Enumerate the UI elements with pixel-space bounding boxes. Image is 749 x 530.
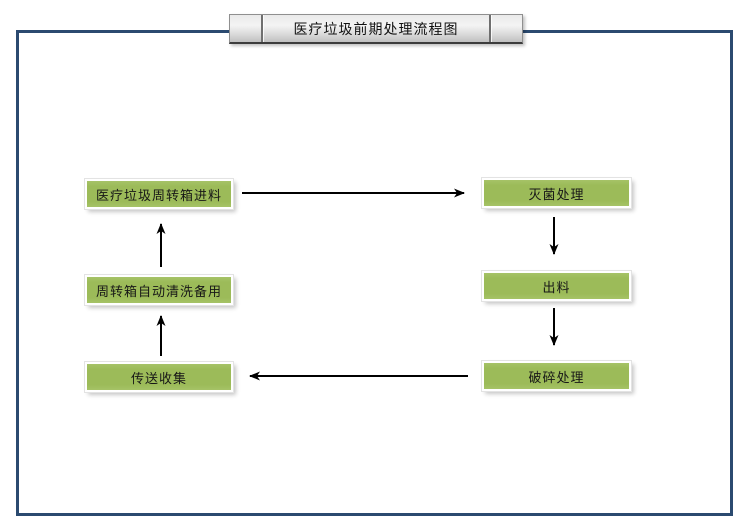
flow-node-sterilize-label: 灭菌处理 (528, 186, 585, 202)
flow-node-discharge-label: 出料 (542, 279, 571, 295)
flow-node-crush: 破碎处理 (482, 361, 631, 391)
flow-node-sterilize: 灭菌处理 (482, 178, 631, 208)
flow-node-collect-label: 传送收集 (130, 370, 187, 386)
flow-node-collect: 传送收集 (85, 362, 233, 392)
flow-node-wash-label: 周转箱自动清洗备用 (95, 283, 222, 299)
flow-node-crush-label: 破碎处理 (528, 369, 585, 385)
flow-node-wash: 周转箱自动清洗备用 (85, 275, 233, 305)
title-bar-divider-right (489, 15, 491, 42)
title-bar-divider-left (261, 15, 263, 42)
diagram-title: 医疗垃圾前期处理流程图 (293, 20, 459, 37)
title-bar-left-cell (230, 15, 261, 42)
title-bar-right-cell (491, 15, 522, 42)
flow-node-feed-label: 医疗垃圾周转箱进料 (95, 187, 222, 203)
diagram-title-bar: 医疗垃圾前期处理流程图 (229, 14, 523, 44)
title-bar-main-cell: 医疗垃圾前期处理流程图 (263, 15, 489, 42)
flow-node-discharge: 出料 (482, 271, 631, 301)
flow-node-feed: 医疗垃圾周转箱进料 (85, 179, 233, 209)
